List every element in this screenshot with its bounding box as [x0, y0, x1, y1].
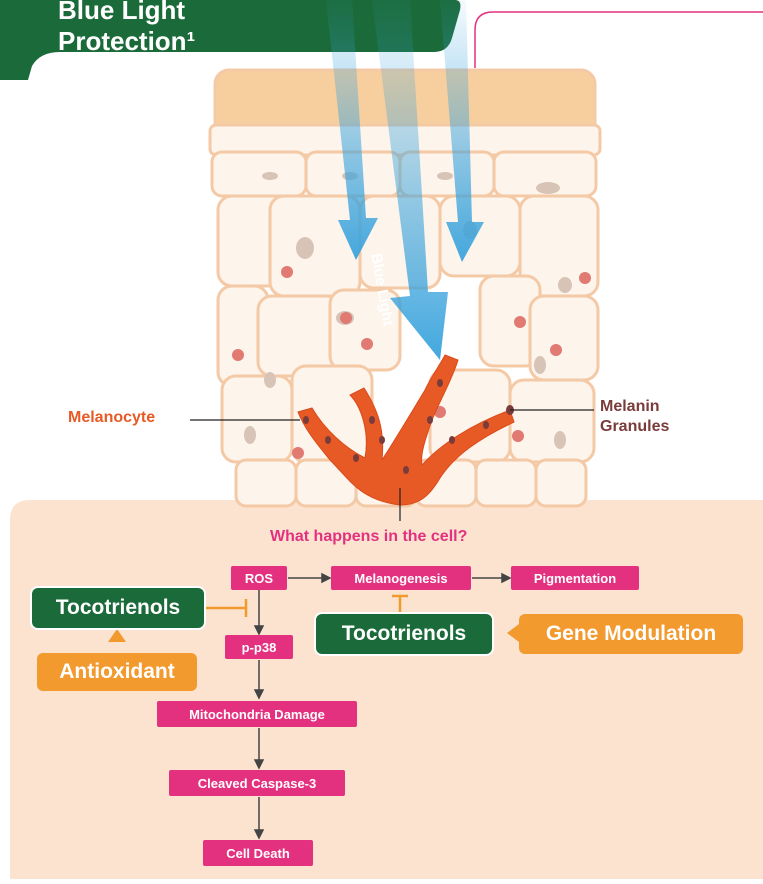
melanogenesis-box: Melanogenesis: [331, 566, 471, 590]
pigmentation-box: Pigmentation: [511, 566, 639, 590]
frame-outline: [475, 12, 763, 68]
melanin-label-line2: Granules: [600, 418, 669, 436]
tocotrienols-left-box: Tocotrienols: [32, 588, 204, 628]
antioxidant-box: Antioxidant: [37, 653, 197, 691]
melanocyte-label: Melanocyte: [68, 409, 155, 427]
ros-box: ROS: [231, 566, 287, 590]
melanin-label-line1: Melanin: [600, 398, 660, 416]
p-p38-box: p-p38: [225, 635, 293, 659]
page-title: Blue Light Protection¹: [0, 0, 300, 52]
question-heading: What happens in the cell?: [270, 528, 467, 546]
cell-death-box: Cell Death: [203, 840, 313, 866]
tocotrienols-right-box: Tocotrienols: [316, 614, 492, 654]
cleaved-caspase-box: Cleaved Caspase-3: [169, 770, 345, 796]
mitochondria-damage-box: Mitochondria Damage: [157, 701, 357, 727]
gene-modulation-box: Gene Modulation: [519, 614, 743, 654]
